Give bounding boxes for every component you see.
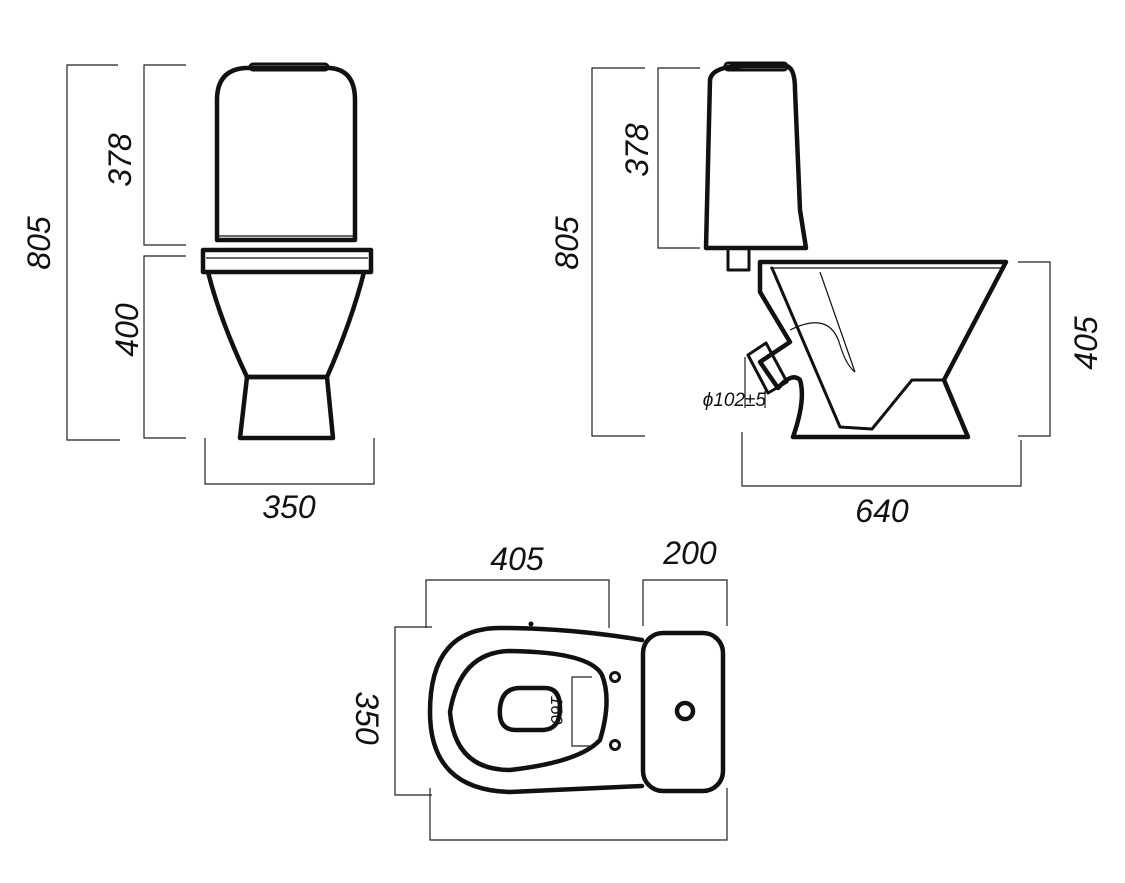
top-bowl-outer <box>427 625 645 795</box>
side-bowl-inner <box>770 266 946 431</box>
top-drain-hole <box>497 685 563 733</box>
side-outlet-pipe <box>746 341 789 395</box>
top-rim-dot <box>528 621 534 627</box>
front-dim-400-label: 400 <box>109 303 145 357</box>
front-tank-outline <box>214 65 358 243</box>
front-dim-350-label: 350 <box>262 489 316 525</box>
top-seat-hole-upper <box>609 671 621 683</box>
top-dim-200-label: 200 <box>662 535 717 571</box>
front-dim-805-lines <box>66 64 120 441</box>
top-view: 160 405 200 350 <box>349 535 728 841</box>
top-dim-405-lines <box>425 579 610 628</box>
top-tank-outline <box>640 630 726 794</box>
side-dim-outlet-label: ϕ102±5 <box>703 390 767 411</box>
front-tank-lid <box>248 62 330 72</box>
front-dim-350-lines <box>204 438 375 485</box>
front-seat-rim <box>200 247 374 275</box>
side-dim-805-label: 805 <box>549 216 585 270</box>
front-dim-378-label: 378 <box>102 133 138 187</box>
side-dim-805-lines <box>591 67 645 437</box>
side-flush-channel <box>789 271 856 373</box>
top-seat-hole-lower <box>609 739 621 751</box>
top-dim-200-lines <box>642 579 728 626</box>
top-dim-405-label: 405 <box>490 541 544 577</box>
front-view: 805 378 400 350 <box>21 62 375 525</box>
side-dim-405-label: 405 <box>1068 316 1104 370</box>
front-dim-400-lines <box>143 255 186 439</box>
side-tank-connector <box>726 246 751 272</box>
top-hole-bracket <box>571 676 592 747</box>
side-bowl-outline <box>757 259 1009 440</box>
top-dim-350-label: 350 <box>349 691 385 745</box>
front-bowl-outline <box>205 269 367 380</box>
top-dim-350-vertical-lines <box>394 626 432 796</box>
side-dim-405-lines <box>1018 261 1051 437</box>
top-flush-button <box>674 700 696 722</box>
side-dim-378-lines <box>657 67 700 249</box>
front-dim-378-lines <box>143 64 186 246</box>
front-pedestal-outline <box>237 374 336 441</box>
side-view: 805 378 405 640 ϕ102±5 <box>549 61 1104 529</box>
side-dim-outlet-lines <box>744 357 766 408</box>
side-tank-lid <box>723 61 789 72</box>
side-tank-outline <box>703 63 809 251</box>
top-dim-overall-lines <box>429 788 728 841</box>
top-hole-spacing-label: 160 <box>547 696 566 725</box>
top-bowl-rim <box>447 648 609 773</box>
side-dim-378-label: 378 <box>619 123 655 177</box>
side-dim-640-lines <box>741 432 1022 487</box>
side-dim-640-label: 640 <box>855 493 909 529</box>
front-dim-805-label: 805 <box>21 216 57 270</box>
